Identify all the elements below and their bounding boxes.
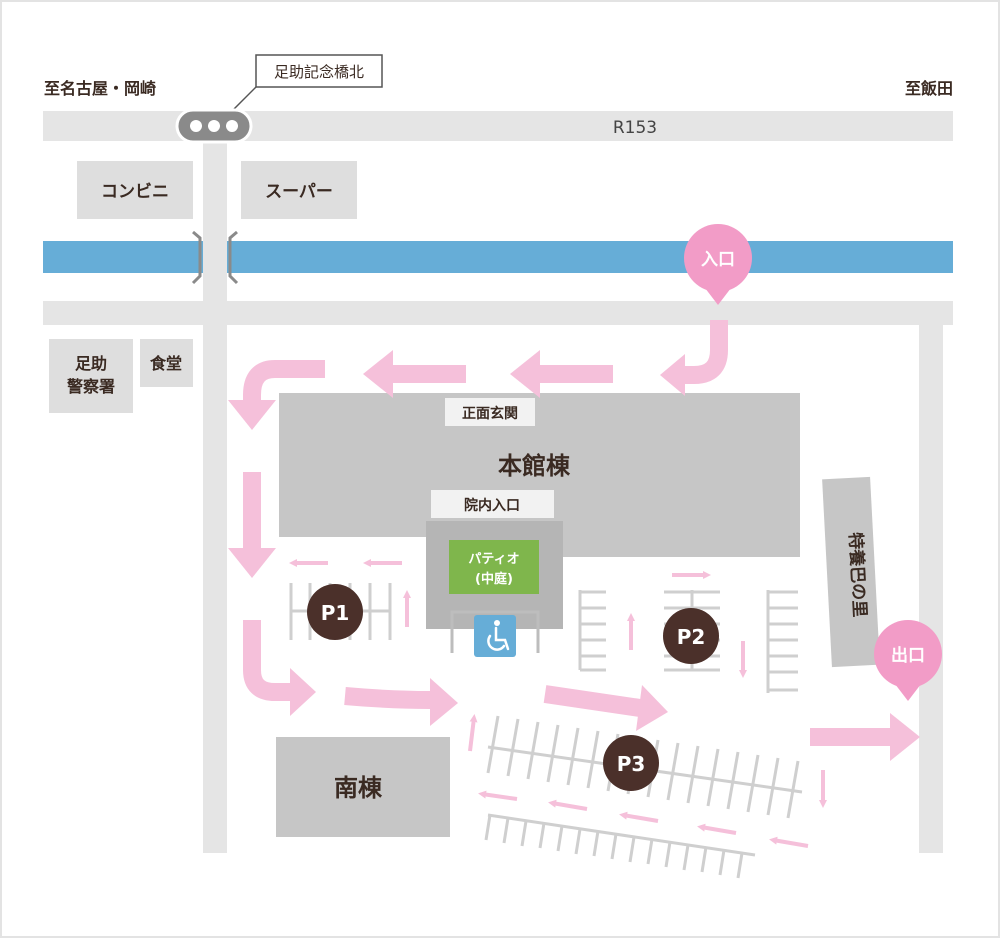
entrance-label: 入口 — [701, 250, 735, 270]
arrow-entrance-curve — [680, 320, 728, 384]
police-station-block — [49, 339, 133, 413]
road-horizontal-middle — [43, 301, 953, 325]
hospital-entrance-label: 院内入口 — [464, 497, 520, 514]
road-vertical-right — [919, 325, 943, 853]
main-building-wing — [563, 537, 800, 557]
convenience-store-label: コンビニ — [101, 182, 169, 202]
bridge — [191, 230, 239, 285]
parking-badge-p2 — [663, 608, 719, 664]
patio-green — [449, 540, 539, 594]
diner-label: 食堂 — [149, 354, 182, 373]
accessible-parking — [450, 610, 540, 657]
label-route: R153 — [613, 118, 657, 138]
route-arrows — [228, 320, 920, 848]
front-entrance-box — [445, 398, 535, 426]
parking-label-p1: P1 — [321, 601, 350, 625]
patio-label-line2: (中庭) — [475, 571, 513, 587]
tokuyou-label: 特養巴の里 — [845, 532, 870, 618]
map-pin-icon — [874, 620, 942, 701]
map-pin-icon — [684, 224, 752, 305]
parking-label-p2: P2 — [677, 625, 706, 649]
signal-callout: 足助記念橋北 — [232, 54, 383, 111]
south-building — [276, 737, 450, 837]
parking-label-p3: P3 — [617, 752, 646, 776]
south-building-label: 南棟 — [334, 774, 383, 802]
signal-name: 足助記念橋北 — [274, 63, 364, 81]
exit-label: 出口 — [891, 645, 925, 666]
police-label-line2: 警察署 — [66, 377, 115, 396]
river — [43, 241, 953, 273]
diner-block — [140, 339, 193, 387]
patio-label-line1: パティオ — [468, 552, 519, 567]
supermarket-block — [241, 161, 357, 219]
label-to-nagoya-okazaki: 至名古屋・岡崎 — [44, 79, 156, 98]
parking-badge-p1 — [307, 584, 363, 640]
label-to-iida: 至飯田 — [905, 79, 953, 98]
police-label-line1: 足助 — [75, 354, 107, 373]
supermarket-label: スーパー — [265, 182, 333, 202]
hospital-entrance-box — [431, 490, 554, 518]
parking-badge-p3 — [603, 735, 659, 791]
front-entrance-label: 正面玄関 — [462, 405, 518, 422]
traffic-signal-icon — [175, 108, 253, 144]
main-building-label: 本館棟 — [498, 452, 571, 480]
tokuyou-building — [822, 476, 880, 668]
convenience-store-block — [77, 161, 193, 219]
